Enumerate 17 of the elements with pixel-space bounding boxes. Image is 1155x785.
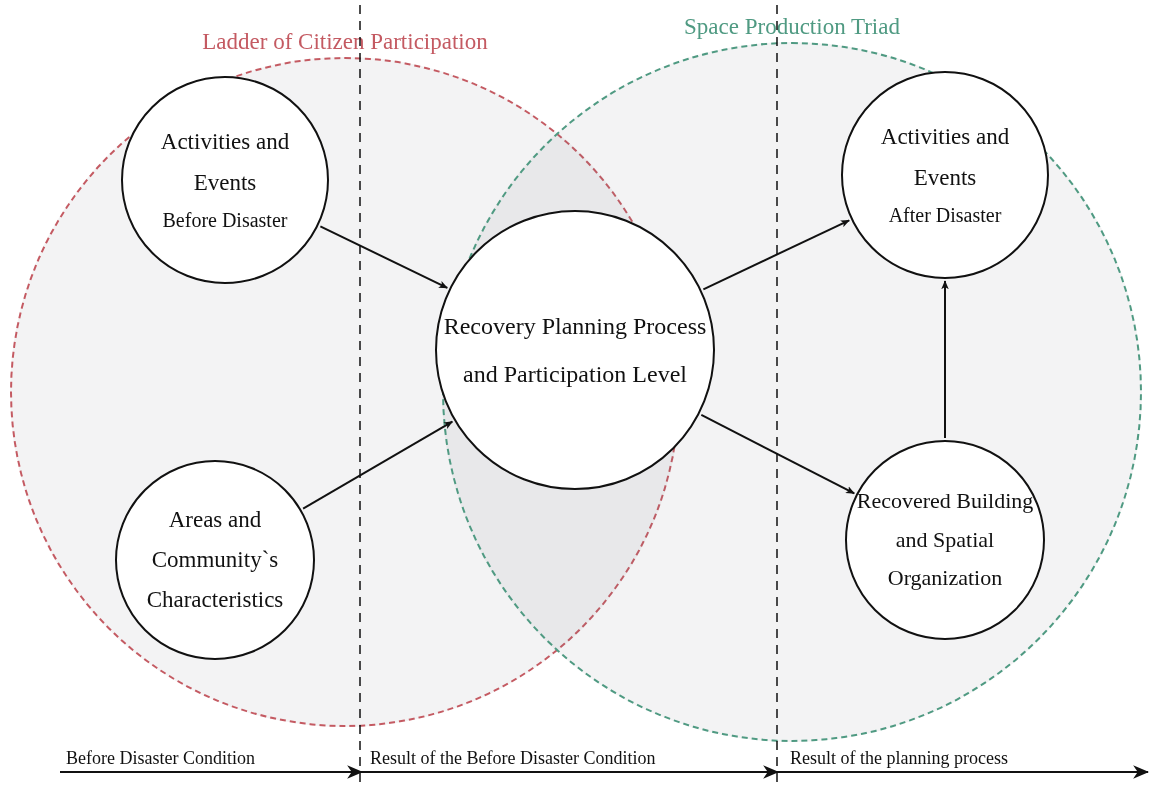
circle-heading: Ladder of Citizen Participation: [202, 29, 488, 55]
node-text: After Disaster: [888, 202, 1002, 228]
node-text: Activities and Events: [879, 123, 1011, 192]
node-text: Activities and Events: [159, 128, 291, 197]
timeline-label: Before Disaster Condition: [66, 748, 255, 769]
arrow: [941, 280, 949, 439]
timeline-label: Result of the planning process: [790, 748, 1008, 769]
node-text: Before Disaster: [162, 207, 288, 233]
timeline-label: Result of the Before Disaster Condition: [370, 748, 656, 769]
node-text: Recovered Building and Spatial Organization: [855, 487, 1035, 593]
arrow: [702, 219, 851, 291]
node-text: Areas and Community`s Characteristics: [145, 505, 285, 615]
circle-heading: Space Production Triad: [684, 14, 900, 40]
arrow: [319, 225, 449, 289]
arrow: [700, 413, 856, 495]
node-text: Recovery Planning Process and Participation Level: [443, 312, 707, 389]
arrow: [302, 420, 454, 510]
